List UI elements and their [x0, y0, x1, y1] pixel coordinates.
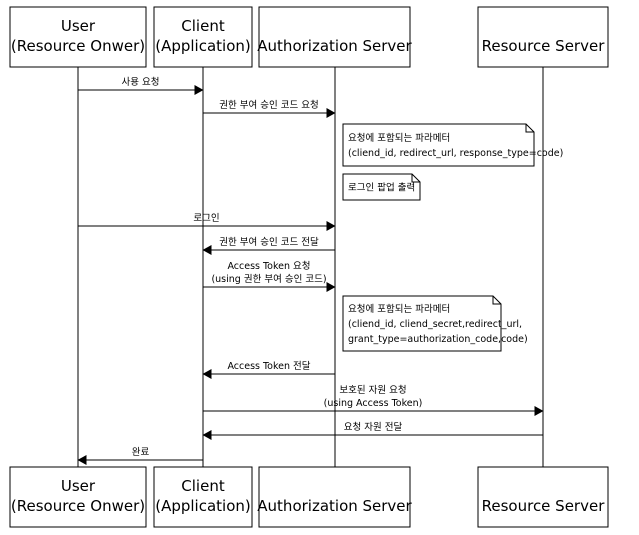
note-code-params: 요청에 포함되는 파라메터 (cliend_id, redirect_url, r…: [342, 123, 563, 167]
participant-label: Resource Server: [482, 37, 606, 55]
participant-box: [153, 466, 253, 528]
message-auth-code-request: 권한 부여 승인 코드 요청: [203, 99, 336, 118]
participant-client-bottom: Client (Application): [153, 466, 253, 528]
note-shape: [342, 123, 535, 167]
participant-box: [153, 6, 253, 68]
participant-label: Authorization Server: [257, 497, 412, 515]
message-access-token-deliver: Access Token 전달: [202, 360, 335, 379]
message-label: (using Access Token): [324, 398, 423, 409]
participant-user-bottom: User (Resource Onwer): [9, 466, 147, 528]
participant-label: User: [61, 17, 96, 35]
participant-box: [9, 6, 147, 68]
participant-user-top: User (Resource Onwer): [9, 6, 147, 68]
participant-label: Client: [181, 477, 225, 495]
note-text: grant_type=authorization_code,code): [348, 334, 528, 345]
message-use-request: 사용 요청: [78, 77, 204, 95]
note-fold: [492, 296, 501, 305]
participant-resource-top: Resource Server: [477, 6, 609, 68]
note-text: 로그인 팝업 출력: [348, 182, 415, 194]
participant-label: (Application): [155, 497, 251, 515]
message-label: 로그인: [193, 213, 219, 224]
message-label: Access Token 요청: [227, 261, 310, 272]
message-login: 로그인: [78, 213, 336, 231]
message-protected-resource-request: 보호된 자원 요청 (using Access Token): [203, 384, 544, 416]
participant-auth-bottom: Authorization Server: [257, 466, 413, 528]
message-label: 보호된 자원 요청: [339, 384, 406, 396]
note-text: (cliend_id, cliend_secret,redirect_url,: [348, 319, 522, 330]
message-label: 완료: [132, 447, 150, 458]
message-access-token-request: Access Token 요청(using 권한 부여 승인 코드): [203, 261, 336, 292]
message-resource-deliver: 요청 자원 전달: [202, 421, 543, 440]
note-text: 요청에 포함되는 파라메터: [348, 133, 450, 144]
participant-box: [477, 6, 609, 68]
participant-label: (Resource Onwer): [11, 497, 145, 515]
message-label: 권한 부여 승인 코드 전달: [219, 236, 319, 248]
participant-label: Client: [181, 17, 225, 35]
message-auth-code-deliver: 권한 부여 승인 코드 전달: [202, 236, 335, 255]
participant-label: Resource Server: [482, 497, 606, 515]
message-label: Access Token 전달: [227, 360, 310, 372]
message-label: 요청 자원 전달: [344, 421, 403, 433]
note-fold: [411, 174, 420, 183]
note-token-params: 요청에 포함되는 파라메터 (cliend_id, cliend_secret,r…: [342, 295, 528, 352]
participant-label: (Application): [155, 37, 251, 55]
note-shape: [342, 173, 421, 201]
participant-label: User: [61, 477, 96, 495]
note-text: (cliend_id, redirect_url, response_type=…: [348, 148, 563, 159]
participant-client-top: Client (Application): [153, 6, 253, 68]
note-text: 요청에 포함되는 파라메터: [348, 304, 450, 315]
message-complete: 완료: [77, 447, 203, 465]
participant-label: Authorization Server: [257, 37, 412, 55]
participant-box: [477, 466, 609, 528]
participant-box: [9, 466, 147, 528]
message-label: 권한 부여 승인 코드 요청: [219, 99, 318, 111]
message-label: 사용 요청: [122, 77, 160, 88]
participant-box: [258, 466, 411, 528]
note-shape: [342, 295, 502, 352]
note-fold: [525, 124, 534, 133]
participant-box: [258, 6, 411, 68]
note-login-popup: 로그인 팝업 출력: [342, 173, 421, 201]
participant-label: (Resource Onwer): [11, 37, 145, 55]
participant-auth-top: Authorization Server: [257, 6, 413, 68]
participant-resource-bottom: Resource Server: [477, 466, 609, 528]
message-label: (using 권한 부여 승인 코드): [211, 273, 326, 285]
